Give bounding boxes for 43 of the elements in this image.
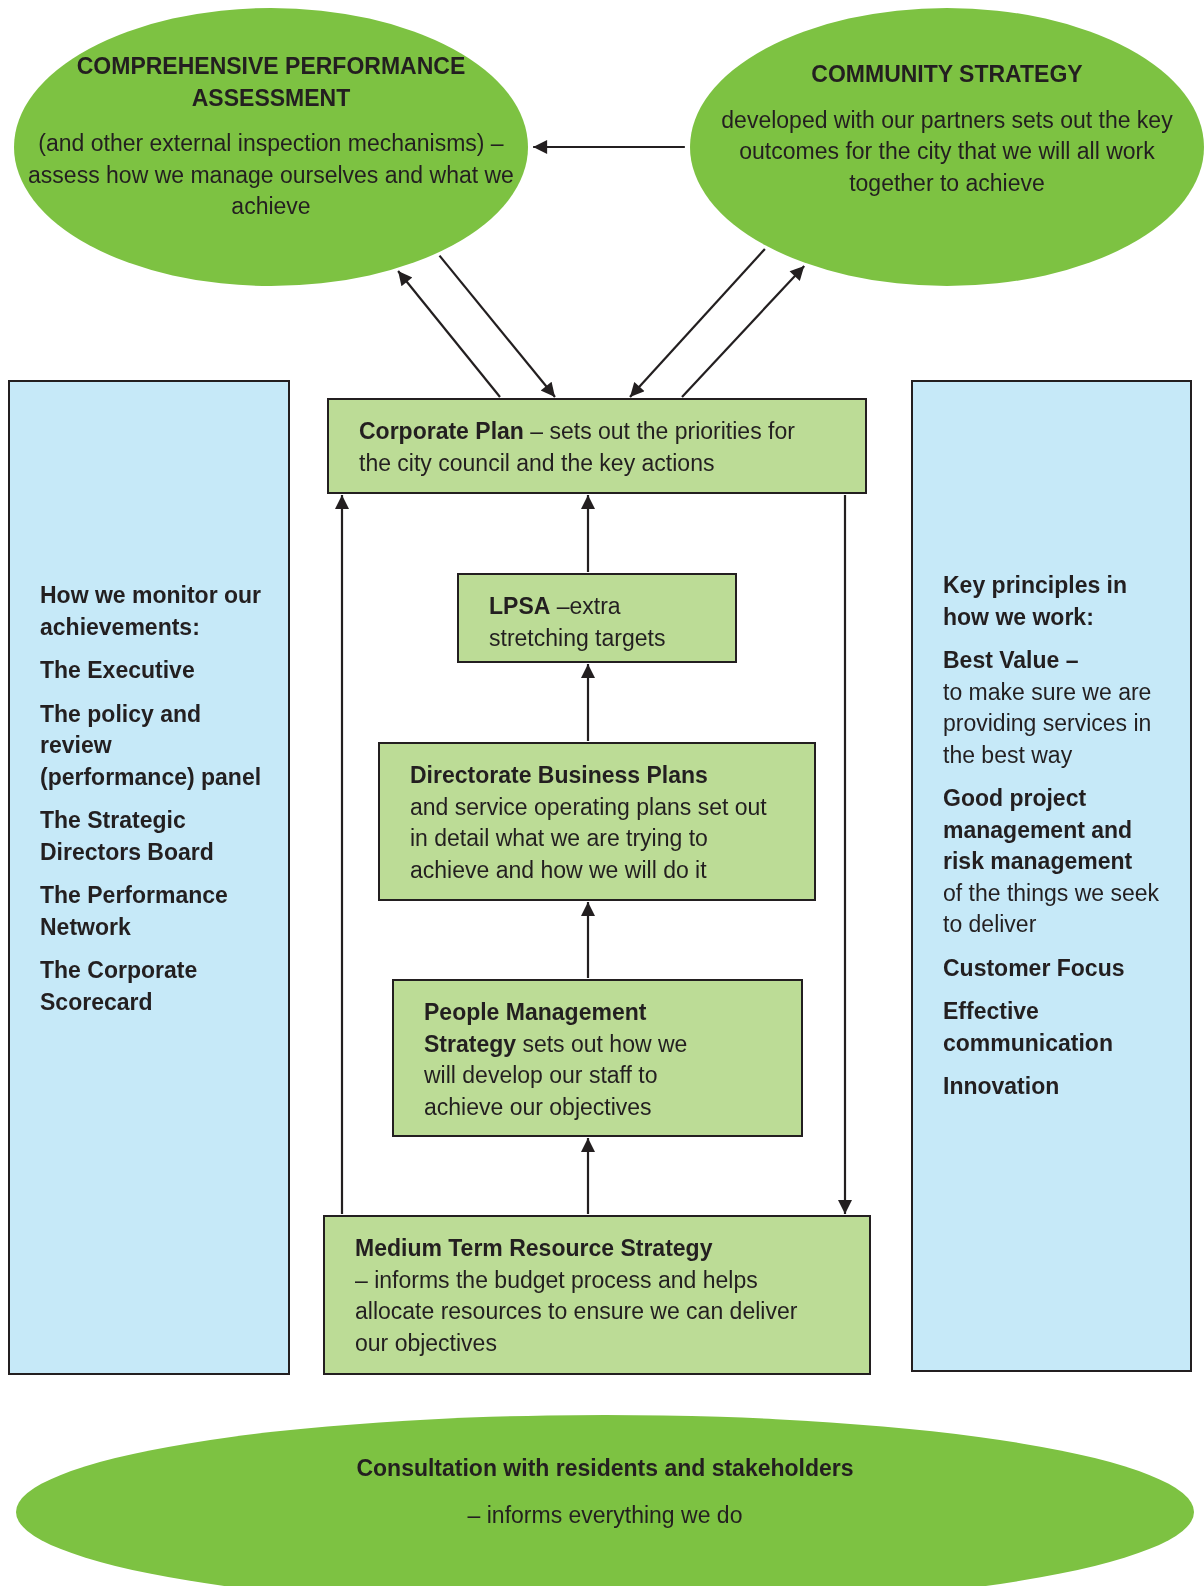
description-text: Customer Focus [943,953,1126,983]
description-text: – informs everything we do [467,1501,743,1530]
process-box [323,1215,871,1375]
description-text: (and other external inspection mechanisms) – assess how we manage ourselves and what we achieve [28,129,514,222]
description-text: The policy and review (performance) panel [40,699,263,792]
description-text: and service operating plans set out in detail what we are trying to achieve and how we will do it [410,792,768,885]
description-text: LPSA –extra stretching targets [489,592,667,653]
arrow [681,265,806,398]
process-box [327,398,867,494]
heading: Medium Term Resource Strategy [355,1234,714,1263]
description-text: The Performance Network [40,881,229,942]
side-panel [911,380,1192,1372]
process-box [457,573,737,663]
arrow [335,495,349,1214]
arrow [533,140,685,154]
description-text: Corporate Plan – sets out the priorities for the city council and the key actions [359,417,796,478]
side-panel [8,380,290,1375]
description-text: – informs the budget process and helps allocate resources to ensure we can deliver our objectives [355,1265,799,1358]
description-text: Good project management and risk management of the things we seek to deliver [943,784,1161,939]
description-text: Effective communication [943,997,1114,1058]
heading: How we monitor our achievements: [40,581,263,642]
heading: COMPREHENSIVE PERFORMANCE ASSESSMENT [75,52,467,113]
arrow [438,254,556,398]
arrow [581,1138,595,1214]
heading: Consultation with residents and stakeholders [356,1453,854,1483]
heading: COMMUNITY STRATEGY [811,60,1083,89]
arrow [581,902,595,978]
arrow [397,270,501,398]
description-text: Best Value – to make sure we are providing services in the best way [943,646,1153,770]
arrow [581,664,595,741]
description-text: People Management Strategy sets out how we will develop our staff to achieve our objectives [424,998,689,1122]
description-text: The Corporate Scorecard [40,956,199,1017]
heading: Key principles in how we work: [943,571,1129,632]
arrow [838,495,852,1214]
process-box [378,742,816,901]
description-text: developed with our partners sets out the key outcomes for the city that we will all work together to achieve [720,105,1174,198]
arrow [629,248,766,398]
process-box [392,979,803,1137]
description-text: Innovation [943,1072,1061,1101]
description-text: The Strategic Directors Board [40,806,215,867]
description-text: The Executive [40,656,196,685]
arrow [581,495,595,572]
heading: Directorate Business Plans [410,761,709,790]
